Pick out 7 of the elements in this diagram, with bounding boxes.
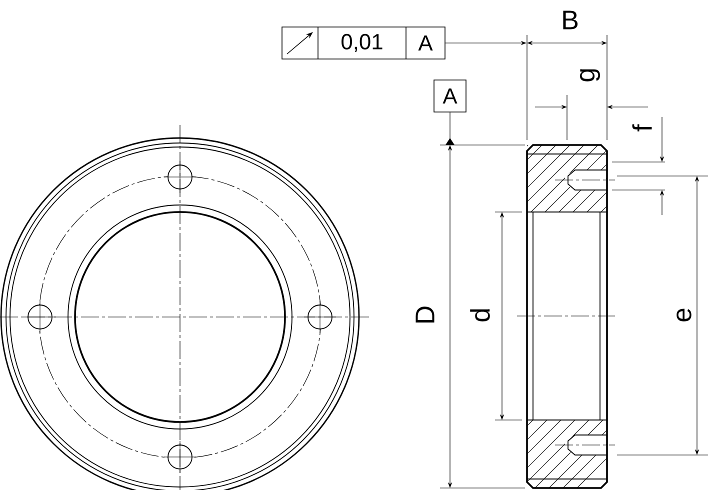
section-view-drawing (516, 34, 616, 489)
dimension-label: d (470, 309, 490, 322)
dimension-label: D (416, 306, 434, 322)
dimension-label: e (676, 308, 692, 322)
dimension-label: f (632, 124, 652, 132)
tolerance-frame: 0,01 A (282, 26, 446, 60)
dimension-label: g (580, 69, 600, 82)
